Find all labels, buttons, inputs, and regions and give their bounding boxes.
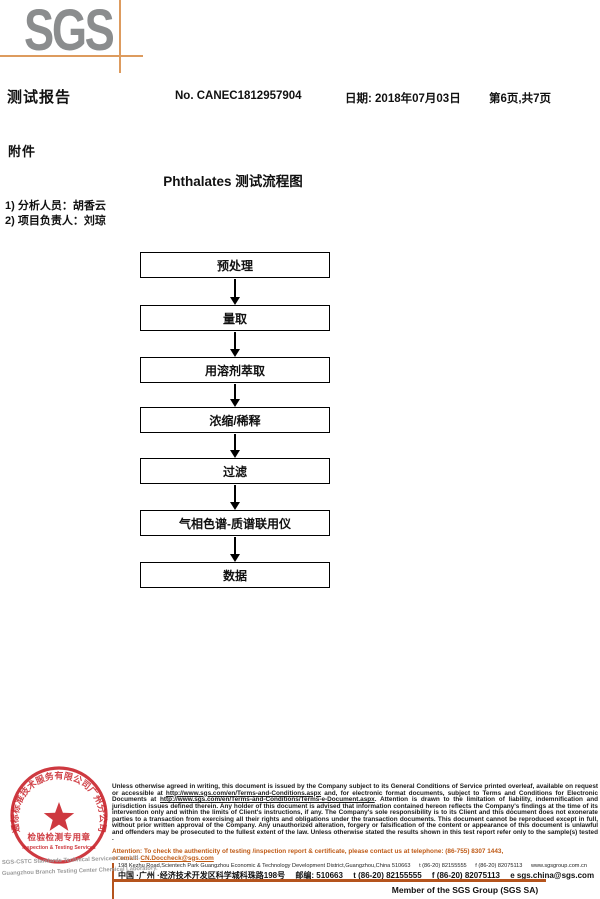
attention-line1: Attention: To check the authenticity of … (112, 848, 504, 855)
flow-down-arrow-icon (229, 434, 241, 458)
flow-step-concentrate-dilute: 浓缩/稀释 (140, 407, 330, 433)
attachment-label: 附件 (8, 144, 37, 159)
report-date: 日期: 2018年07月03日 (345, 93, 461, 105)
stamp-title: 检验检测专用章 (27, 832, 90, 842)
address-cn-text: 中国 ·广州 ·经济技术开发区科学城科珠路198号 (118, 871, 286, 880)
company-website-link[interactable]: www.sgsgroup.com.cn (530, 863, 587, 869)
legal-text-part3: . Attention is drawn to the limitation o… (112, 796, 598, 843)
star-icon (43, 802, 75, 831)
address-en-fax: f (86-20) 82075113 (475, 863, 523, 869)
legal-text-part2: and, for electronic format documents, su… (112, 789, 598, 804)
report-title: 测试报告 (7, 89, 72, 106)
flowchart-title: Phthalates 测试流程图 (163, 174, 303, 189)
terms-url-link[interactable]: http://www.sgs.com/en/Terms-and-Conditio… (165, 789, 322, 797)
address-en-tel: t (86-20) 82155555 (419, 863, 467, 869)
attention-email-prefix: or email: (112, 854, 141, 862)
sgs-logo: SGS (24, 0, 115, 63)
page-indicator: 第6页,共7页 (489, 93, 551, 105)
personnel-list: 1) 分析人员：胡香云 2) 项目负责人：刘琼 (5, 199, 106, 229)
doccheck-email-link[interactable]: CN.Doccheck@sgs.com (140, 854, 214, 862)
flow-step-solvent-extraction: 用溶剂萃取 (140, 357, 330, 383)
flow-step-gc-ms: 气相色谱-质谱联用仪 (140, 510, 330, 536)
flow-step-data: 数据 (140, 562, 330, 588)
sgs-china-email-link[interactable]: e sgs.china@sgs.com (510, 871, 595, 880)
address-cn-postal: 邮编: 510663 (295, 871, 343, 880)
address-cn-tel: t (86-20) 82155555 (353, 871, 422, 880)
address-chinese: 中国 ·广州 ·经济技术开发区科学城科珠路198号 邮编: 510663 t (… (118, 870, 598, 881)
logo-horizontal-rule (0, 55, 143, 57)
flow-down-arrow-icon (229, 332, 241, 357)
legal-text-part1: Unless otherwise agreed in writing, this… (112, 783, 598, 797)
flow-down-arrow-icon (229, 485, 241, 510)
report-number: No. CANEC1812957904 (175, 90, 302, 102)
sgs-group-member-label: Member of the SGS Group (SGS SA) (391, 885, 539, 895)
flow-down-arrow-icon (229, 537, 241, 562)
inspection-stamp-icon: 通标标准技术服务有限公司广州分公司 检验检测专用章 Inspection & T… (9, 766, 109, 864)
address-en-text: 198 Kezhu Road,Scientech Park Guangzhou … (118, 863, 411, 869)
address-cn-fax: f (86-20) 82075113 (431, 871, 500, 880)
e-document-terms-url-link[interactable]: http://www.sgs.com/en/Terms-and-Conditio… (160, 796, 375, 804)
address-english: 198 Kezhu Road,Scientech Park Guangzhou … (118, 863, 598, 869)
logo-vertical-rule (119, 0, 121, 73)
analyst-line: 1) 分析人员：胡香云 (5, 200, 106, 212)
flow-step-measure: 量取 (140, 305, 330, 331)
project-leader-line: 2) 项目负责人：刘琼 (5, 215, 106, 227)
stamp-subtitle: Inspection & Testing Services (22, 845, 96, 851)
footer-horizontal-rule (112, 879, 546, 882)
flow-down-arrow-icon (229, 384, 241, 407)
flow-step-pretreatment: 预处理 (140, 252, 330, 278)
flow-step-filter: 过滤 (140, 458, 330, 484)
attention-notice: Attention: To check the authenticity of … (112, 848, 598, 862)
legal-disclaimer: Unless otherwise agreed in writing, this… (112, 783, 598, 843)
flow-down-arrow-icon (229, 279, 241, 305)
